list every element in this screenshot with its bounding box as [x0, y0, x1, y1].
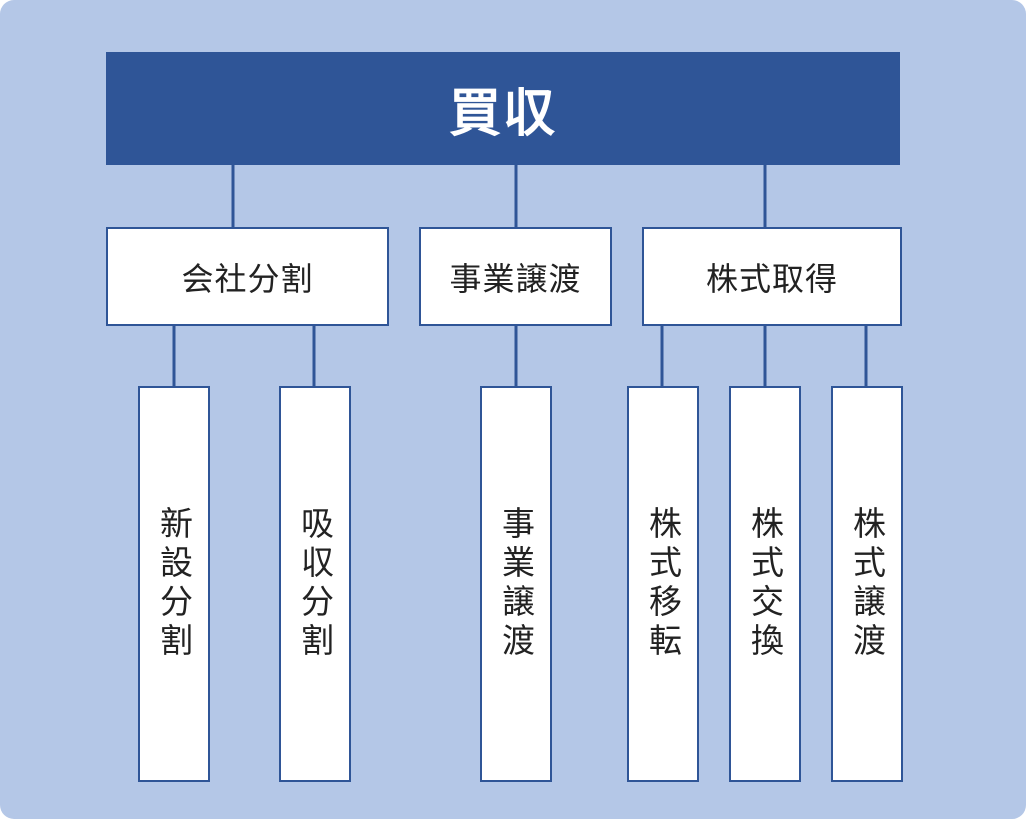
leaf-node-business-transfer: 事業譲渡: [480, 386, 552, 782]
leaf-node-share-exchange: 株式交換: [729, 386, 801, 782]
category-node-company-split: 会社分割: [106, 227, 389, 326]
category-label: 株式取得: [705, 259, 838, 298]
category-node-business-transfer: 事業譲渡: [419, 227, 612, 326]
leaf-label: 株式譲渡: [847, 506, 887, 662]
leaf-node-absorption-split: 吸収分割: [279, 386, 351, 782]
root-label: 買収: [448, 84, 557, 144]
leaf-node-new-split: 新設分割: [138, 386, 210, 782]
leaf-label: 株式交換: [745, 506, 785, 662]
category-node-share-acquisition: 株式取得: [642, 227, 902, 326]
leaf-label: 吸収分割: [295, 506, 335, 662]
leaf-node-share-sale: 株式譲渡: [831, 386, 903, 782]
category-label: 会社分割: [181, 259, 314, 298]
category-label: 事業譲渡: [449, 259, 582, 298]
leaf-label: 新設分割: [154, 506, 194, 662]
leaf-label: 株式移転: [643, 506, 683, 662]
leaf-label: 事業譲渡: [496, 506, 536, 662]
root-node: 買収: [106, 52, 900, 165]
leaf-node-share-transfer: 株式移転: [627, 386, 699, 782]
